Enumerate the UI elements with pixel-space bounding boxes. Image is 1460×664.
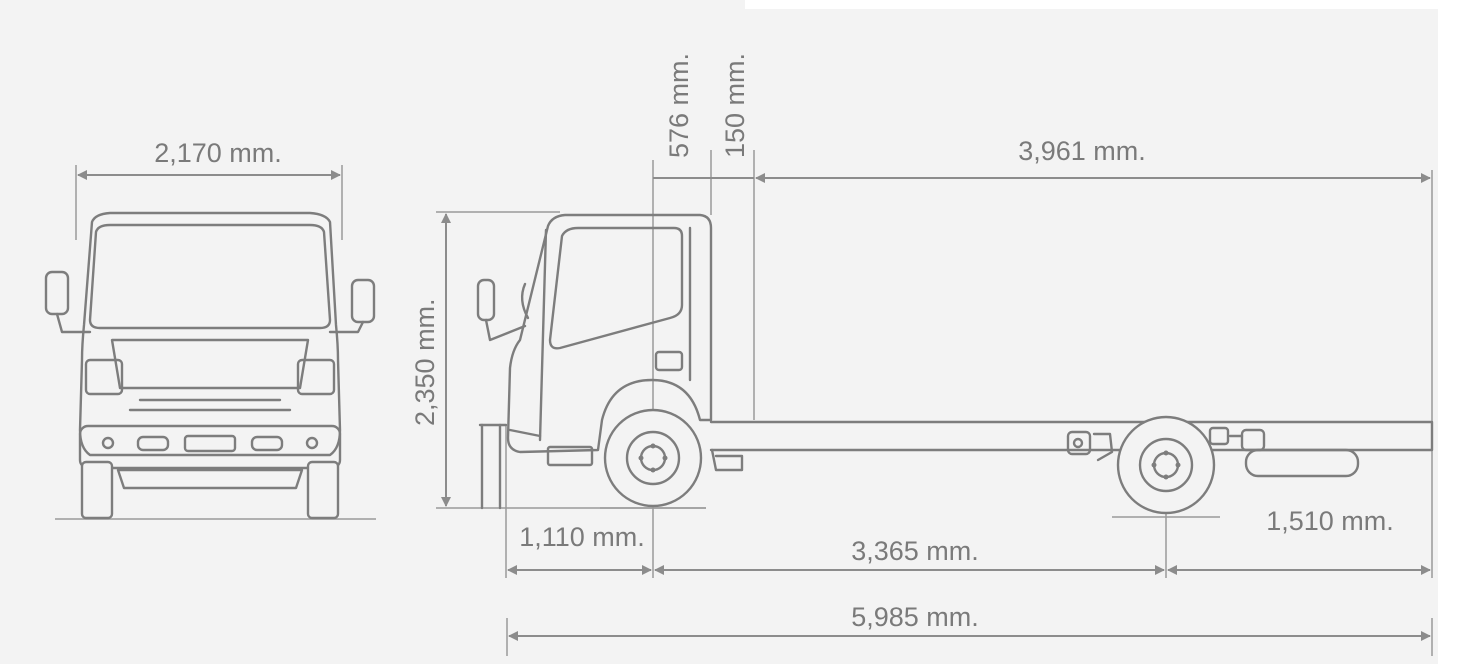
- wheelbase-label: 3,365 mm.: [851, 536, 979, 566]
- front-overhang-label: 1,110 mm.: [519, 522, 645, 552]
- body-length-label: 3,961 mm.: [1018, 136, 1146, 166]
- front-view: [44, 165, 376, 520]
- chassis-bracket-left: [1066, 430, 1114, 462]
- cab-back-gap-label: 576 mm.: [664, 53, 694, 158]
- cab-body-gap-label: 150 mm.: [720, 53, 750, 158]
- front-width-label: 2,170 mm.: [154, 138, 282, 168]
- rear-overhang-label: 1,510 mm.: [1266, 506, 1394, 536]
- overall-height-label: 2,350 mm.: [410, 298, 440, 426]
- side-view: [436, 150, 1434, 656]
- overall-length-label: 5,985 mm.: [851, 602, 979, 632]
- chassis-bracket-right: [1208, 426, 1266, 452]
